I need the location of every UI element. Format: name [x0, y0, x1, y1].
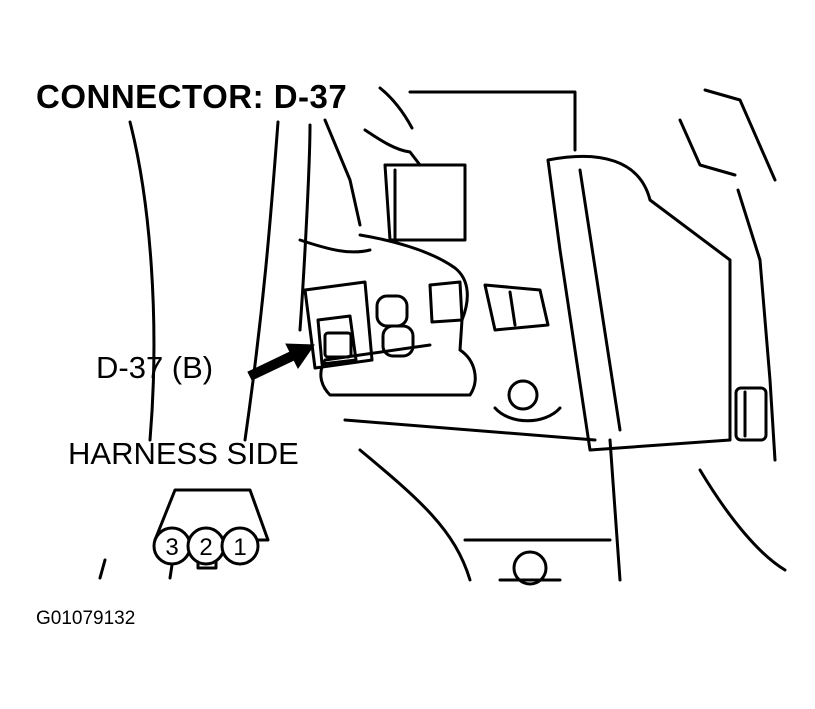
- connector-housing: [303, 280, 374, 370]
- ground-bolt-base: [493, 406, 562, 423]
- hose-line: [378, 86, 414, 130]
- ground-bolt: [507, 379, 539, 411]
- connector-right-detail: [508, 290, 517, 327]
- leader-line: [298, 123, 312, 332]
- hand: [319, 233, 477, 397]
- body-edge: [736, 188, 777, 462]
- body-line: [698, 468, 787, 572]
- lower-bolt: [512, 550, 548, 586]
- pin-1-circle: [220, 526, 260, 566]
- pin-3-label: 3: [165, 534, 178, 561]
- pin-1-label: 1: [233, 534, 246, 561]
- bracket-line: [363, 128, 422, 167]
- leader-line: [168, 563, 174, 580]
- cap: [381, 324, 415, 358]
- connector-plug: [316, 314, 358, 366]
- bolt: [734, 386, 768, 442]
- harness-connector-outline: [153, 488, 270, 542]
- hose-line: [323, 118, 362, 227]
- harness-connector-key: [196, 558, 218, 570]
- figure-id: G01079132: [36, 608, 136, 629]
- pin-2-label: 2: [199, 534, 212, 561]
- body-line: [608, 438, 622, 582]
- component-block: [428, 280, 464, 324]
- leader-line: [128, 120, 156, 442]
- cap: [375, 294, 409, 328]
- connector-right: [483, 283, 550, 332]
- body-panel: [546, 154, 732, 452]
- bracket-box: [383, 163, 467, 242]
- arm-edge: [298, 238, 372, 254]
- body-panel-edge: [578, 168, 622, 432]
- leader-line: [98, 558, 107, 580]
- connector-title: CONNECTOR: D-37: [36, 78, 348, 115]
- body-edge: [678, 118, 737, 177]
- body-line: [358, 448, 472, 582]
- harness-side-label: HARNESS SIDE: [68, 436, 299, 471]
- harness-pins: [152, 526, 260, 566]
- connector-latch: [323, 331, 353, 359]
- pointer-arrow-icon: [247, 343, 315, 381]
- body-line: [343, 418, 597, 442]
- body-edge: [703, 88, 777, 182]
- leader-line: [243, 120, 280, 442]
- body-edge: [408, 90, 577, 152]
- connector-label: D-37 (B): [96, 350, 214, 385]
